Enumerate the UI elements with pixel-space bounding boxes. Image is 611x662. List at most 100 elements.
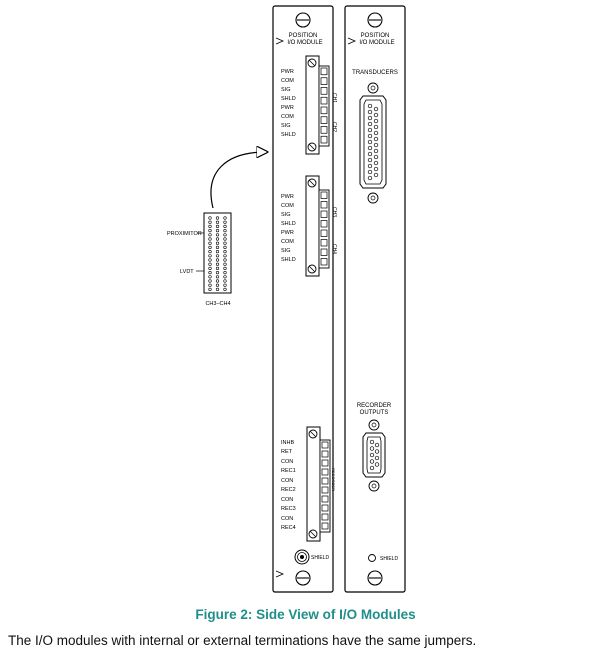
pin-label: COM	[281, 239, 294, 245]
terminal-slot	[321, 486, 329, 494]
jumper-pin	[208, 266, 212, 271]
terminal-slot	[320, 210, 328, 218]
jumper-pin	[215, 279, 220, 283]
transducers-label: TRANSDUCERS	[352, 70, 398, 76]
connector-pin	[373, 124, 379, 130]
connector-pin	[367, 151, 373, 157]
connector-pin	[373, 172, 379, 178]
top-screw-icon	[367, 12, 383, 28]
channel-label-ch4: CH4	[331, 244, 337, 254]
channel-label-ch2: CH2	[331, 122, 337, 132]
jumper-pin	[223, 287, 227, 292]
channel-label-ch3: CH3	[331, 207, 337, 217]
jumper-board: PROXIMITOR LVDT CH3–CH4	[167, 212, 232, 307]
right-module-title-1: POSITION	[361, 33, 390, 39]
recorder-outputs-label-1: RECORDER	[357, 403, 392, 409]
connector-pin	[369, 465, 375, 471]
jumper-pin	[223, 241, 227, 245]
pin-label: CON	[281, 497, 293, 503]
shield-stud-icon	[294, 549, 310, 565]
terminal-block-recorder: RECORDER INHB RET CON REC1 CON REC2 CON …	[281, 426, 336, 542]
terminal-slot	[321, 477, 329, 485]
connector-pin	[373, 112, 379, 118]
jumper-pin	[223, 224, 227, 228]
jumper-pin	[215, 271, 220, 275]
jumper-pin	[223, 258, 227, 262]
jumper-pin	[223, 216, 227, 220]
connector-pin	[367, 103, 373, 109]
terminal-slot	[320, 191, 328, 199]
terminal-slot	[320, 87, 328, 95]
terminal-slot	[320, 77, 328, 85]
jumper-pin	[215, 262, 220, 266]
jumper-pin	[223, 275, 227, 279]
connector-pin	[374, 455, 380, 461]
connector-pin	[373, 106, 379, 112]
jumper-pin	[215, 220, 220, 224]
jumper-pin	[223, 254, 227, 258]
jumper-pin	[223, 250, 227, 254]
connector-pin	[367, 175, 373, 181]
pin-label: SIG	[281, 87, 290, 93]
connector-pin	[373, 154, 379, 160]
jumper-pin	[208, 216, 212, 220]
left-module-title-1: POSITION	[289, 33, 318, 39]
connector-pin	[373, 148, 379, 154]
pin-label: INHB	[281, 440, 294, 446]
body-text: The I/O modules with internal or externa…	[8, 633, 477, 648]
jumper-pin	[215, 237, 220, 241]
jumper-pin	[208, 237, 212, 241]
right-module: POSITION I/O MODULE TRANSDUCERS RECORDER…	[344, 5, 406, 593]
terminal-slot	[320, 220, 328, 228]
terminal-slot	[320, 258, 328, 266]
pointer-arrow-icon	[210, 152, 266, 209]
connector-pin	[367, 145, 373, 151]
right-module-title-2: I/O MODULE	[359, 40, 394, 46]
connector-pin	[367, 157, 373, 163]
terminal-slot	[321, 504, 329, 512]
lvdt-label: LVDT	[180, 269, 194, 275]
transducers-connector-icon	[359, 82, 387, 204]
jumper-pin	[215, 254, 220, 258]
connector-pin	[369, 452, 375, 458]
pin-label: SIG	[281, 248, 290, 254]
terminal-slot	[320, 67, 328, 76]
pin-label: SHLD	[281, 221, 296, 227]
jumper-pin	[215, 216, 220, 220]
pin-label: REC1	[281, 468, 296, 474]
pin-label: COM	[281, 203, 294, 209]
pin-label: COM	[281, 78, 294, 84]
connector-pin	[369, 446, 375, 451]
jumper-pin	[223, 220, 227, 224]
pin-label: SHLD	[281, 96, 296, 102]
terminal-block-ch1-ch2: CH1 CH2 PWR COM SIG SHLD PWR COM SIG SHL…	[281, 55, 337, 155]
terminal-slot	[320, 106, 328, 115]
terminal-slot	[320, 126, 328, 134]
connector-pin	[367, 115, 373, 121]
terminal-block-ch3-ch4: CH3 CH4 PWR COM SIG SHLD PWR COM SIG SHL…	[281, 175, 337, 277]
pin-label: CON	[281, 478, 293, 484]
terminal-slot	[320, 135, 328, 144]
top-screw-icon	[295, 12, 311, 28]
jumper-pin	[215, 287, 220, 292]
jumper-pin	[215, 241, 220, 245]
pin-label: SHLD	[281, 257, 296, 263]
jumper-pin	[215, 250, 220, 254]
terminal-slot	[321, 522, 329, 530]
connector-pin	[373, 142, 379, 148]
jumper-pin	[215, 233, 220, 237]
terminal-slot	[320, 229, 328, 237]
terminal-slot	[321, 495, 329, 503]
jumper-pin	[215, 275, 220, 279]
jumper-pin	[208, 271, 212, 275]
jumper-pin	[208, 241, 212, 245]
jumper-pin	[208, 262, 212, 266]
terminal-slot	[321, 468, 329, 476]
connector-pin	[369, 459, 375, 464]
bottom-screw-icon	[295, 570, 311, 586]
left-module-title-2: I/O MODULE	[287, 40, 322, 46]
pin-label: PWR	[281, 69, 294, 75]
connector-pin	[374, 462, 380, 467]
terminal-slot	[320, 116, 328, 124]
connector-pin	[369, 439, 375, 445]
